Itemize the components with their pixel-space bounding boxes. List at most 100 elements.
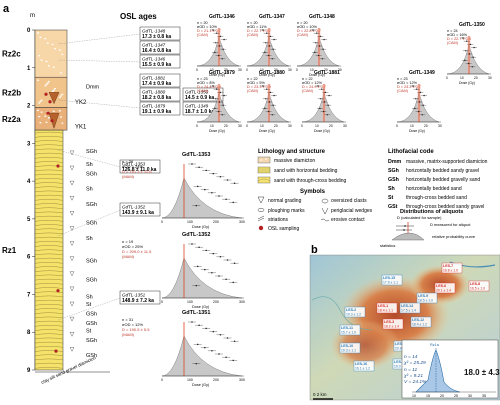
clast xyxy=(36,32,40,34)
plot-od: σOD = 12% xyxy=(122,322,143,327)
plot-title: GdTL-1349 xyxy=(409,70,435,76)
tick-label: 20 xyxy=(474,76,478,80)
lith-title: Lithology and structure xyxy=(258,149,326,155)
aliquot-point xyxy=(417,110,420,113)
lithocode-label: GSh xyxy=(86,311,97,317)
grading-symbol xyxy=(69,286,75,292)
plot-dose: D = 151.3 ± 12.6 xyxy=(122,169,152,174)
inset-chi: χ² = 25.29 xyxy=(403,360,426,366)
aliquot-point xyxy=(211,272,213,274)
lithocode-label: St xyxy=(86,328,92,334)
bedding-line xyxy=(34,173,64,176)
bedding-line xyxy=(34,354,64,356)
aliquot-point xyxy=(419,91,422,94)
grading-symbol xyxy=(69,347,75,352)
plot-n: n = 20 xyxy=(297,21,308,25)
aliquot-point xyxy=(196,343,199,346)
code-title: Lithofacial code xyxy=(388,149,434,155)
aliquot-point xyxy=(412,85,414,87)
bedding-line xyxy=(34,245,64,247)
plot-dose: D = 22.8 ± 0.7 xyxy=(297,29,321,33)
dist-note-2: D measured for aliquot xyxy=(430,222,471,227)
clast xyxy=(44,38,47,40)
tick-label: 10 xyxy=(260,68,264,72)
tick-label: 10 xyxy=(460,76,464,80)
code-key: Sh xyxy=(388,186,395,192)
map-sample-age: 18.4 ± 1.1 xyxy=(378,309,393,313)
bedding-line xyxy=(34,299,64,302)
x-axis-label: Dose (Gy) xyxy=(192,305,210,309)
tick-label: 100 xyxy=(187,300,193,304)
aliquot-point xyxy=(266,32,268,34)
osl-sample-id: GdTL-1349 xyxy=(185,104,209,109)
map-sample-id: LES-16 xyxy=(355,362,367,366)
bedding-line xyxy=(34,169,64,172)
tick-label: 30 xyxy=(438,124,442,128)
tick-label: 30 xyxy=(288,124,292,128)
clast xyxy=(58,110,62,112)
aliquot-point xyxy=(223,38,225,41)
clast xyxy=(47,80,51,83)
map-sample-id: LES-2 xyxy=(346,308,356,312)
tick-label: 0 xyxy=(396,124,398,128)
bedding-line xyxy=(34,199,64,201)
plot-model: (MAM) xyxy=(122,174,135,179)
clast xyxy=(53,88,57,90)
aliquot-point xyxy=(271,114,273,116)
aliquot-point xyxy=(423,94,425,97)
bedding-line xyxy=(34,220,64,222)
aliquot-point xyxy=(219,176,222,178)
aliquot-point xyxy=(267,54,270,57)
bedding-line xyxy=(34,291,64,293)
clast xyxy=(47,117,51,119)
sym-item-1: normal grading xyxy=(268,198,302,204)
bedding-line xyxy=(34,144,64,146)
lithocode-label: SGh xyxy=(86,149,97,155)
aliquot-point xyxy=(191,163,193,165)
aliquot-point xyxy=(198,246,200,248)
unit-label: Rz2c xyxy=(2,50,21,59)
bedding-line xyxy=(34,249,64,251)
grading-symbol xyxy=(69,150,75,156)
aliquot-point xyxy=(312,29,314,31)
lithocode-label: SGh xyxy=(86,258,97,264)
bedding-line xyxy=(34,283,64,285)
aliquot-point xyxy=(269,35,272,38)
unit-label: Rz1 xyxy=(2,246,17,255)
plot-model: (MAM) xyxy=(122,254,135,259)
bedding-line xyxy=(34,228,64,230)
plot-dose: D = 23.3 ± 0.9 xyxy=(247,85,271,89)
clast xyxy=(38,102,41,104)
bedding-line xyxy=(34,337,64,340)
lithocode-label: Sh xyxy=(86,294,93,300)
sym-item-4: OSL sampling xyxy=(268,226,299,232)
aliquot-point xyxy=(216,88,218,90)
clast xyxy=(38,55,41,57)
aliquot-point xyxy=(317,54,320,57)
aliquot-point xyxy=(195,284,198,287)
aliquot-point xyxy=(416,88,418,90)
aliquot-point xyxy=(198,166,200,168)
bedding-line xyxy=(34,148,64,151)
aliquot-point xyxy=(267,110,270,113)
unit-label: Rz2b xyxy=(2,88,21,97)
tick-label: 20 xyxy=(424,124,428,128)
aliquot-point xyxy=(418,101,421,103)
map-sample-id: LES-15 xyxy=(383,276,395,280)
aliquot-point xyxy=(212,252,215,255)
aliquot-point xyxy=(273,94,275,97)
map-sample-label: LES-318.2 ± 1.4 xyxy=(382,318,404,330)
lith-item-2: sand with horizontal bedding xyxy=(274,168,338,174)
bedding-line xyxy=(34,232,64,235)
clast xyxy=(61,53,64,56)
osl-age-value: 16.4 ± 0.8 ka xyxy=(142,48,171,54)
bedding-line xyxy=(34,236,64,239)
aliquot-point xyxy=(272,48,274,50)
